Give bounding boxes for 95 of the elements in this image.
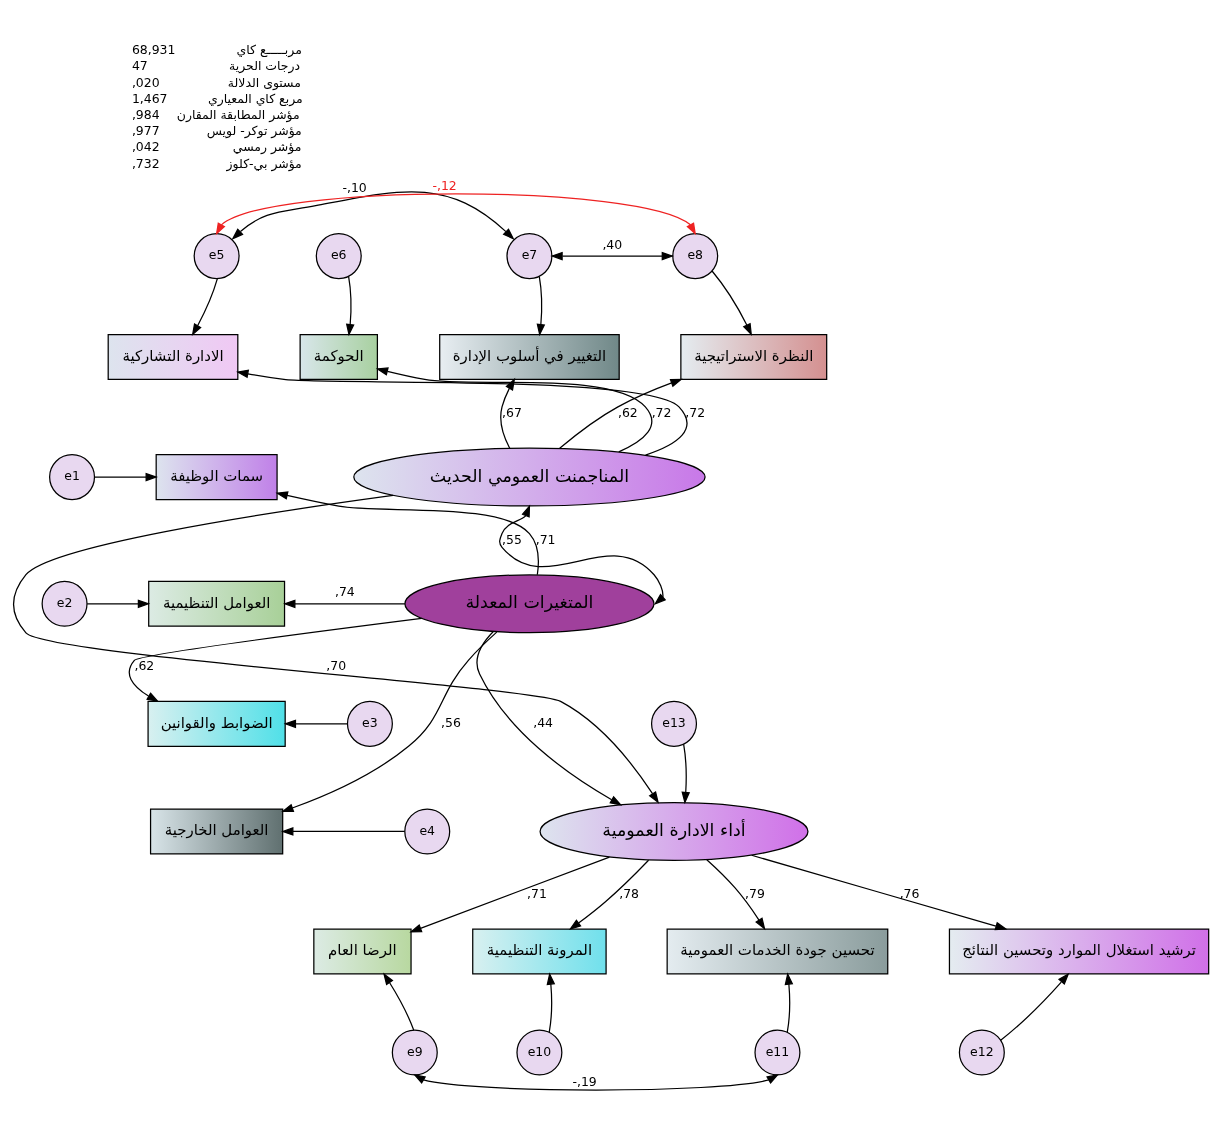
label: 1,467 [131, 90, 168, 106]
arrow [476, 631, 623, 806]
node-box: التغيير في أسلوب الإدارة [439, 333, 620, 381]
node-ellipse: أداء الادارة العمومية [539, 801, 809, 861]
arrow [215, 193, 697, 236]
arrow [550, 251, 675, 261]
arrow [236, 369, 688, 456]
arrow [500, 377, 516, 449]
arrow [275, 491, 539, 576]
node-circle: e5 [193, 233, 240, 280]
label: 68,931 [131, 42, 176, 58]
edge-label: ,56 [441, 714, 461, 730]
edge-label: -,12 [432, 178, 457, 194]
node-circle: e12 [958, 1029, 1005, 1076]
node-box: الادارة التشاركية [107, 333, 239, 381]
edge-label: ,72 [651, 404, 672, 420]
arrow [128, 617, 423, 703]
arrow [413, 1073, 780, 1091]
node-circle: e1 [49, 454, 96, 501]
edge-label: -,10 [342, 180, 367, 196]
edge-label: ,76 [899, 885, 920, 901]
arrow [559, 378, 683, 449]
edge-label: ,55 [502, 531, 522, 547]
arrow [283, 719, 348, 729]
node-circle: e2 [41, 580, 88, 627]
node-box: الرضا العام [313, 928, 412, 975]
node-circle: e7 [506, 233, 553, 280]
node-circle: e13 [650, 700, 698, 747]
arrow [536, 275, 546, 337]
arrow [383, 972, 415, 1031]
arrow [711, 270, 753, 336]
edge-label: ,79 [745, 885, 765, 901]
node-circle: e8 [672, 233, 719, 280]
arrow [784, 972, 794, 1033]
arrow [345, 275, 355, 337]
edge-label: ,70 [326, 658, 347, 674]
label: ,984 [131, 106, 160, 122]
label: ,042 [131, 139, 160, 155]
node-box: العوامل التنظيمية [148, 580, 286, 627]
edge-label: ,74 [334, 584, 355, 600]
edge-label: ,44 [533, 714, 554, 730]
label: مستوى الدلالة [227, 74, 301, 90]
edge-label: ,78 [619, 885, 640, 901]
label: ,020 [131, 74, 160, 90]
arrow [283, 599, 406, 609]
arrow [1000, 972, 1070, 1041]
arrow [706, 859, 766, 931]
edge-label: ,71 [535, 531, 556, 547]
arrow [280, 827, 406, 836]
node-box: العوامل الخارجية [149, 808, 284, 855]
node-circle: e9 [391, 1029, 438, 1076]
node-box: المرونة التنظيمية [472, 928, 607, 975]
node-ellipse: المناجمنت العمومي الحديث [353, 447, 706, 507]
node-circle: e10 [516, 1029, 563, 1076]
arrow [568, 859, 650, 931]
arrow [499, 504, 667, 606]
label: مربـــــع كاي [236, 42, 302, 58]
edge-label: ,71 [527, 885, 547, 901]
edge-label: ,62 [617, 404, 638, 420]
arrow [231, 191, 515, 240]
arrow [546, 972, 556, 1033]
node-box: الضوابط والقوانين [147, 700, 286, 747]
node-box: سمات الوظيفة [155, 454, 278, 501]
node-box: ترشيد استغلال الموارد وتحسين النتائج [948, 928, 1210, 975]
arrow [281, 631, 498, 812]
node-circle: e6 [315, 233, 362, 280]
label: مؤشر المطابقة المقارن [176, 106, 300, 122]
edge-label: ,40 [602, 236, 623, 252]
node-box: تحسين جودة الخدمات العمومية [666, 928, 889, 975]
label: ,732 [131, 155, 160, 171]
edge-label: -,19 [572, 1074, 597, 1090]
edge-label: ,62 [134, 658, 155, 674]
label: مربع كاي المعياري [207, 90, 303, 106]
edge-label: ,72 [685, 404, 706, 420]
label: مؤشر توكر- لويس [206, 123, 302, 139]
arrow [681, 743, 691, 805]
label: درجات الحرية [229, 58, 301, 74]
node-box: الحوكمة [299, 333, 379, 381]
node-circle: e4 [404, 808, 451, 855]
arrow [375, 367, 653, 453]
arrow [12, 494, 660, 804]
node-ellipse: المتغيرات المعدلة [404, 574, 655, 634]
node-box: النظرة الاستراتيجية [680, 333, 828, 381]
arrow [191, 278, 218, 337]
node-circle: e11 [754, 1029, 801, 1076]
label: مؤشر رمسي [232, 139, 302, 155]
arrow [409, 856, 611, 933]
node-circle: e3 [346, 700, 393, 747]
arrow [86, 599, 151, 609]
edge-label: ,67 [502, 404, 522, 420]
arrow [751, 854, 1008, 931]
label: ,977 [131, 123, 160, 139]
label: 47 [131, 58, 148, 74]
label: مؤشر بي-كلوز [226, 155, 302, 171]
arrow [94, 472, 158, 482]
